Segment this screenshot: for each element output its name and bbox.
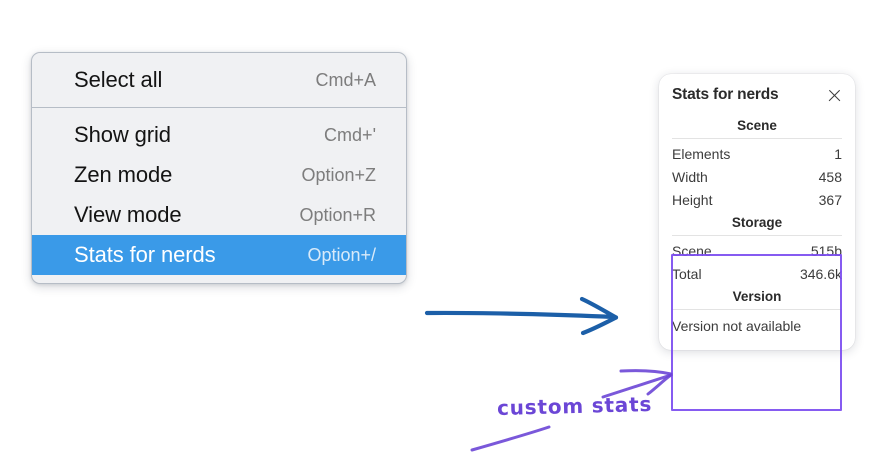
menu-item-shortcut: Option+R: [299, 204, 376, 225]
stat-key: Total: [672, 265, 702, 282]
stat-value: 1: [834, 145, 842, 162]
stat-row: Elements 1: [672, 142, 842, 165]
menu-item-view-mode[interactable]: View mode Option+R: [32, 195, 406, 235]
context-menu[interactable]: Select all Cmd+A Show grid Cmd+' Zen mod…: [31, 52, 407, 284]
menu-item-label: Stats for nerds: [74, 242, 216, 267]
menu-group-2: Show grid Cmd+' Zen mode Option+Z View m…: [32, 115, 406, 275]
stat-value: 458: [818, 168, 842, 185]
stats-for-nerds-panel: Stats for nerds Scene Elements 1 Width 4…: [659, 74, 855, 350]
menu-item-select-all[interactable]: Select all Cmd+A: [32, 60, 406, 100]
purple-underline-annotation: [470, 425, 551, 452]
stat-key: Elements: [672, 145, 731, 162]
menu-divider: [32, 107, 406, 108]
menu-item-zen-mode[interactable]: Zen mode Option+Z: [32, 155, 406, 195]
section-heading: Version: [732, 289, 782, 304]
stat-value: 367: [818, 191, 842, 208]
stat-row: Width 458: [672, 165, 842, 188]
stat-value: 346.6k: [799, 265, 842, 282]
stats-section-scene: Scene Elements 1 Width 458 Height 367: [672, 114, 842, 211]
menu-item-shortcut: Cmd+': [324, 124, 376, 145]
close-icon[interactable]: [827, 88, 842, 103]
section-rule: [672, 138, 842, 139]
stat-key: Width: [672, 168, 708, 185]
menu-item-label: Show grid: [74, 122, 171, 147]
blue-arrow-annotation: [424, 296, 619, 336]
stat-key: Height: [672, 191, 713, 208]
stat-key: Scene: [672, 242, 712, 259]
menu-item-shortcut: Cmd+A: [315, 69, 376, 90]
section-heading: Storage: [731, 215, 783, 230]
stat-row: Total 346.6k: [672, 262, 842, 285]
menu-item-stats-for-nerds[interactable]: Stats for nerds Option+/: [32, 235, 406, 275]
menu-item-label: View mode: [74, 202, 182, 227]
menu-item-shortcut: Option+Z: [301, 164, 376, 185]
menu-item-show-grid[interactable]: Show grid Cmd+': [32, 115, 406, 155]
section-heading: Scene: [737, 118, 777, 133]
stat-value: 515b: [810, 242, 842, 259]
stats-panel-title: Stats for nerds: [672, 86, 779, 103]
custom-stats-annotation-label: custom stats: [496, 391, 653, 421]
stats-section-storage: Storage Scene 515b Total 346.6k: [672, 211, 842, 285]
stat-row: Height 367: [672, 188, 842, 211]
section-rule: [672, 309, 842, 310]
menu-item-shortcut: Option+/: [307, 244, 376, 265]
stat-row: Scene 515b: [672, 239, 842, 262]
version-text: Version not available: [672, 318, 802, 334]
menu-item-label: Zen mode: [74, 162, 173, 187]
stats-section-version: Version Version not available: [672, 285, 842, 336]
stats-panel-header: Stats for nerds: [672, 86, 842, 104]
menu-group-1: Select all Cmd+A: [32, 60, 406, 100]
menu-item-label: Select all: [74, 67, 163, 92]
section-rule: [672, 235, 842, 236]
